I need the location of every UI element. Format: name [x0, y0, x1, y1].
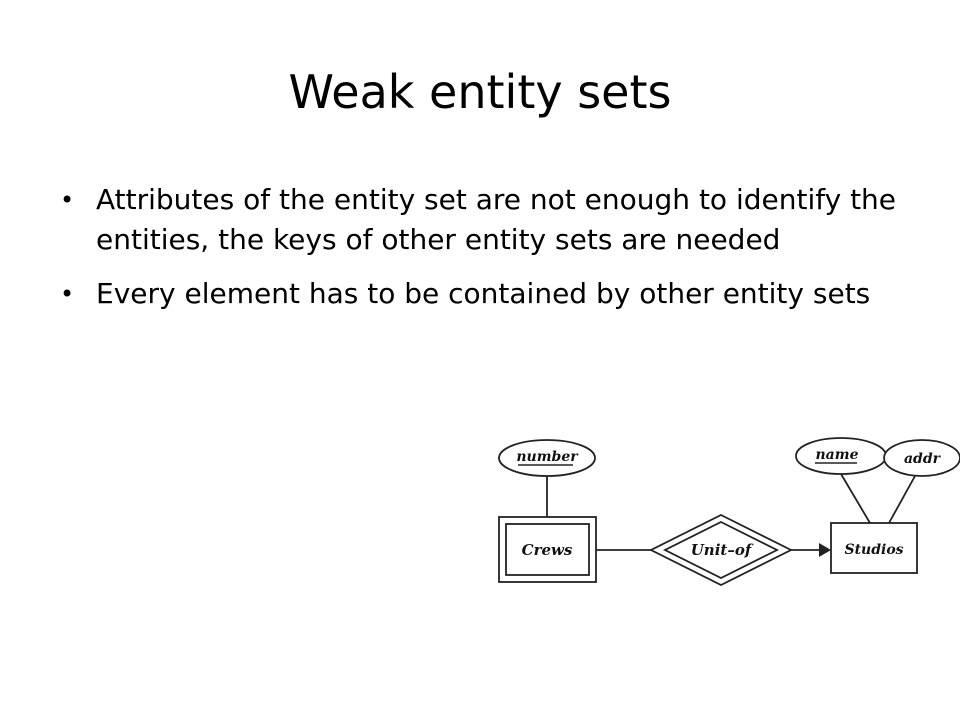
attribute-name-label: name	[816, 447, 859, 463]
bullet-text: Every element has to be contained by oth…	[96, 277, 871, 310]
relationship-unitof-outer	[648, 513, 794, 587]
relationship-unitof-label: Unit–of	[691, 541, 754, 559]
bullet-dot-icon: •	[60, 186, 75, 214]
bullet-dot-icon: •	[60, 280, 75, 308]
bullet-text: Attributes of the entity set are not eno…	[96, 183, 897, 256]
slide-title: Weak entity sets	[288, 65, 672, 119]
bullet-item: • Every element has to be contained by o…	[58, 274, 908, 314]
connector-name-studios	[840, 473, 871, 524]
relationship-unitof-inner	[662, 520, 780, 580]
entity-crews-label: Crews	[522, 541, 573, 559]
bullet-item: • Attributes of the entity set are not e…	[58, 180, 908, 260]
er-diagram: number name addr Crews Unit–of Studios	[498, 437, 960, 587]
attribute-addr-ellipse	[883, 439, 960, 477]
entity-crews-inner	[505, 523, 590, 576]
entity-crews-outer	[498, 516, 597, 583]
entity-studios-label: Studios	[844, 542, 903, 558]
bullet-list: • Attributes of the entity set are not e…	[58, 180, 908, 328]
arrow-head-icon	[819, 543, 831, 557]
attribute-addr-label: addr	[904, 451, 942, 467]
connector-addr-studios	[888, 475, 916, 524]
entity-studios	[830, 522, 918, 574]
attribute-number-label: number	[516, 449, 579, 465]
